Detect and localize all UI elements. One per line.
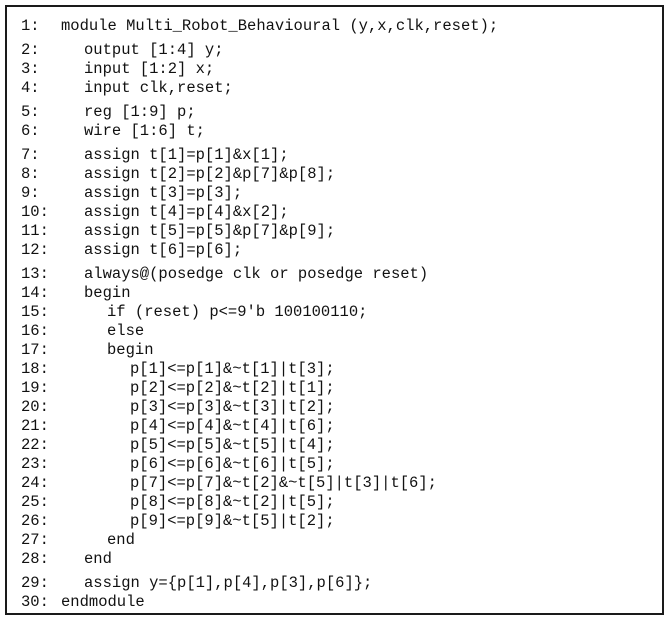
- code-text: p[5]<=p[5]&~t[5]|t[4];: [130, 436, 335, 454]
- line-number: 8:: [21, 165, 40, 183]
- code-text: wire [1:6] t;: [84, 122, 205, 140]
- line-number: 13:: [21, 265, 49, 283]
- code-line: 19: p[2]<=p[2]&~t[2]|t[1];: [21, 379, 498, 398]
- code-text: p[7]<=p[7]&~t[2]&~t[5]|t[3]|t[6];: [130, 474, 437, 492]
- line-number: 3:: [21, 60, 40, 78]
- line-number: 21:: [21, 417, 49, 435]
- line-number: 6:: [21, 122, 40, 140]
- code-line: 25: p[8]<=p[8]&~t[2]|t[5];: [21, 493, 498, 512]
- code-line: 4: input clk,reset;: [21, 79, 498, 98]
- line-number: 15:: [21, 303, 49, 321]
- code-line: 27: end: [21, 531, 498, 550]
- code-line: 13: always@(posedge clk or posedge reset): [21, 265, 498, 284]
- code-line: 5: reg [1:9] p;: [21, 103, 498, 122]
- code-text: input clk,reset;: [84, 79, 233, 97]
- code-text: p[8]<=p[8]&~t[2]|t[5];: [130, 493, 335, 511]
- code-line: 26: p[9]<=p[9]&~t[5]|t[2];: [21, 512, 498, 531]
- code-text: else: [107, 322, 145, 340]
- code-line: 29: assign y={p[1],p[4],p[3],p[6]};: [21, 574, 498, 593]
- line-number: 11:: [21, 222, 49, 240]
- line-number: 23:: [21, 455, 49, 473]
- line-number: 30:: [21, 593, 49, 611]
- code-text: assign y={p[1],p[4],p[3],p[6]};: [84, 574, 373, 592]
- code-text: if (reset) p<=9'b 100100110;: [107, 303, 368, 321]
- code-text: always@(posedge clk or posedge reset): [84, 265, 429, 283]
- code-line: 18: p[1]<=p[1]&~t[1]|t[3];: [21, 360, 498, 379]
- code-line: 21: p[4]<=p[4]&~t[4]|t[6];: [21, 417, 498, 436]
- code-line: 8: assign t[2]=p[2]&p[7]&p[8];: [21, 165, 498, 184]
- line-number: 4:: [21, 79, 40, 97]
- code-text: assign t[5]=p[5]&p[7]&p[9];: [84, 222, 336, 240]
- code-text: input [1:2] x;: [84, 60, 215, 78]
- code-text: begin: [84, 284, 131, 302]
- code-line: 12: assign t[6]=p[6];: [21, 241, 498, 260]
- line-number: 26:: [21, 512, 49, 530]
- code-text: assign t[4]=p[4]&x[2];: [84, 203, 289, 221]
- code-text: assign t[2]=p[2]&p[7]&p[8];: [84, 165, 336, 183]
- code-line: 15: if (reset) p<=9'b 100100110;: [21, 303, 498, 322]
- code-line: 23: p[6]<=p[6]&~t[6]|t[5];: [21, 455, 498, 474]
- code-text: end: [107, 531, 135, 549]
- code-text: output [1:4] y;: [84, 41, 224, 59]
- code-listing: 1: module Multi_Robot_Behavioural (y,x,cl…: [21, 17, 498, 612]
- code-line: 3: input [1:2] x;: [21, 60, 498, 79]
- line-number: 20:: [21, 398, 49, 416]
- line-number: 10:: [21, 203, 49, 221]
- line-number: 9:: [21, 184, 40, 202]
- line-number: 18:: [21, 360, 49, 378]
- code-text: assign t[1]=p[1]&x[1];: [84, 146, 289, 164]
- code-line: 10: assign t[4]=p[4]&x[2];: [21, 203, 498, 222]
- code-text: end: [84, 550, 112, 568]
- line-number: 28:: [21, 550, 49, 568]
- code-line: 11: assign t[5]=p[5]&p[7]&p[9];: [21, 222, 498, 241]
- code-line: 20: p[3]<=p[3]&~t[3]|t[2];: [21, 398, 498, 417]
- line-number: 14:: [21, 284, 49, 302]
- code-line: 28: end: [21, 550, 498, 569]
- code-text: p[9]<=p[9]&~t[5]|t[2];: [130, 512, 335, 530]
- line-number: 27:: [21, 531, 49, 549]
- code-text: p[6]<=p[6]&~t[6]|t[5];: [130, 455, 335, 473]
- code-line: 1: module Multi_Robot_Behavioural (y,x,cl…: [21, 17, 498, 36]
- line-number: 22:: [21, 436, 49, 454]
- code-line: 30: endmodule: [21, 593, 498, 612]
- code-line: 2: output [1:4] y;: [21, 41, 498, 60]
- code-line: 22: p[5]<=p[5]&~t[5]|t[4];: [21, 436, 498, 455]
- line-number: 12:: [21, 241, 49, 259]
- code-text: p[3]<=p[3]&~t[3]|t[2];: [130, 398, 335, 416]
- code-text: endmodule: [61, 593, 145, 611]
- line-number: 5:: [21, 103, 40, 121]
- code-text: assign t[3]=p[3];: [84, 184, 243, 202]
- code-text: p[2]<=p[2]&~t[2]|t[1];: [130, 379, 335, 397]
- code-line: 17: begin: [21, 341, 498, 360]
- line-number: 25:: [21, 493, 49, 511]
- line-number: 16:: [21, 322, 49, 340]
- code-listing-frame: 1: module Multi_Robot_Behavioural (y,x,cl…: [5, 5, 664, 615]
- code-text: p[4]<=p[4]&~t[4]|t[6];: [130, 417, 335, 435]
- code-line: 16: else: [21, 322, 498, 341]
- line-number: 29:: [21, 574, 49, 592]
- line-number: 19:: [21, 379, 49, 397]
- code-line: 7: assign t[1]=p[1]&x[1];: [21, 146, 498, 165]
- code-text: assign t[6]=p[6];: [84, 241, 243, 259]
- code-text: p[1]<=p[1]&~t[1]|t[3];: [130, 360, 335, 378]
- code-line: 24: p[7]<=p[7]&~t[2]&~t[5]|t[3]|t[6];: [21, 474, 498, 493]
- line-number: 17:: [21, 341, 49, 359]
- code-text: reg [1:9] p;: [84, 103, 196, 121]
- line-number: 2:: [21, 41, 40, 59]
- code-text: begin: [107, 341, 154, 359]
- code-line: 9: assign t[3]=p[3];: [21, 184, 498, 203]
- code-text: module Multi_Robot_Behavioural (y,x,clk,…: [61, 17, 499, 35]
- line-number: 1:: [21, 17, 40, 35]
- line-number: 24:: [21, 474, 49, 492]
- code-line: 14: begin: [21, 284, 498, 303]
- code-line: 6: wire [1:6] t;: [21, 122, 498, 141]
- line-number: 7:: [21, 146, 40, 164]
